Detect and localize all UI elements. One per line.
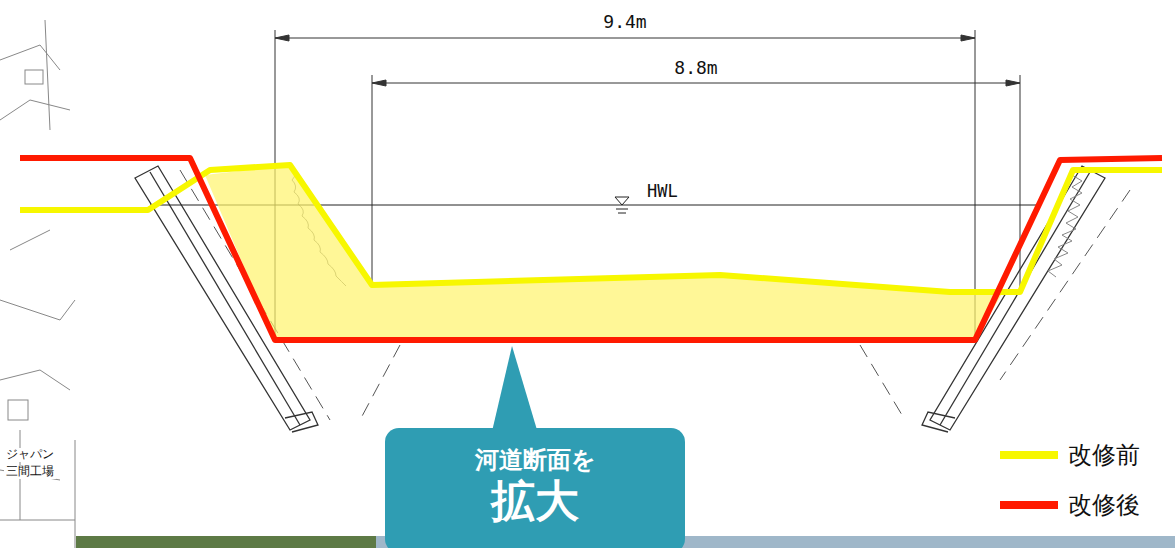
after-profile <box>20 158 1162 340</box>
dimension-label: 三間工場 <box>4 465 56 478</box>
water-level-symbol <box>615 197 629 213</box>
callout-text: 拡大 <box>399 475 671 528</box>
legend-text: 改修前 <box>1068 442 1140 468</box>
dimension-label: ジャパン <box>4 448 56 461</box>
map-fragment <box>0 20 75 548</box>
callout-bubble: 河道断面を拡大 <box>385 428 685 548</box>
legend-text: 改修後 <box>1068 492 1140 518</box>
dimension-label: 8.8m <box>672 58 719 78</box>
legend-swatch <box>1000 501 1058 509</box>
dimension-label: HWL <box>645 182 680 201</box>
widened-area <box>205 165 1003 340</box>
retaining-wall <box>135 166 1105 432</box>
legend-swatch <box>1000 451 1058 459</box>
callout-tail <box>490 346 540 440</box>
dimension-label: 9.4m <box>601 12 648 32</box>
photo-strip <box>76 536 376 548</box>
callout-text: 河道断面を <box>399 446 671 475</box>
revetment-blocks <box>292 168 1082 286</box>
before-profile <box>20 165 1162 292</box>
